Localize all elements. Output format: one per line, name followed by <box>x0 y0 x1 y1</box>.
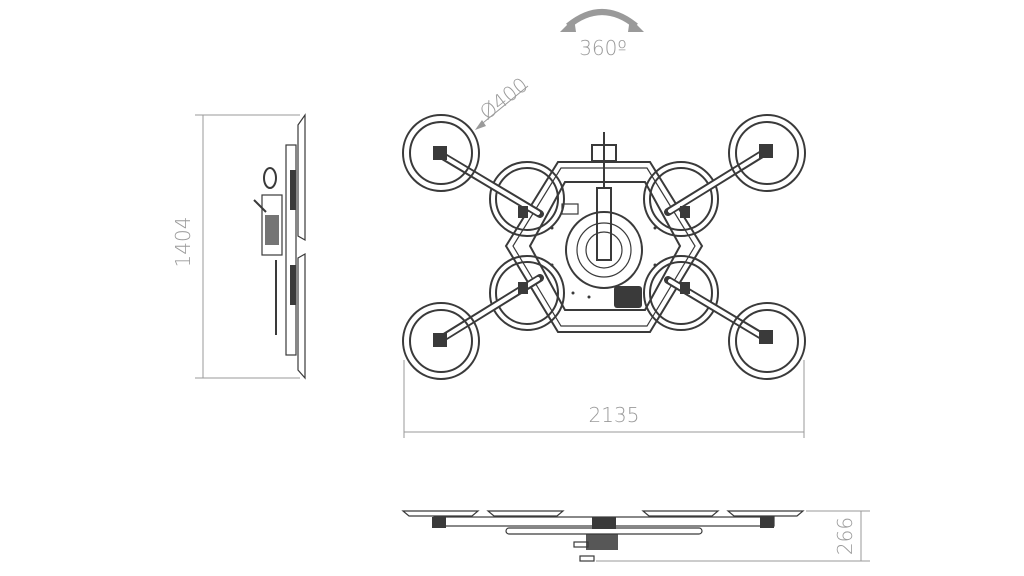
depth-dimension <box>596 510 870 562</box>
diameter-leader <box>475 85 529 130</box>
width-dimension <box>403 360 805 438</box>
width-label: 2135 <box>589 403 640 427</box>
diameter-label: Ø400 <box>475 72 532 124</box>
suction-pads-inner <box>489 161 719 331</box>
top-view <box>402 114 806 380</box>
rotation-arrow-icon <box>560 9 644 32</box>
height-dimension <box>195 114 300 379</box>
depth-label: 266 <box>833 517 857 555</box>
side-view <box>253 113 306 380</box>
rotation-label: 360º <box>579 36 627 60</box>
suction-pads-outer <box>402 114 806 380</box>
front-view <box>401 510 805 562</box>
height-label: 1404 <box>171 217 195 268</box>
